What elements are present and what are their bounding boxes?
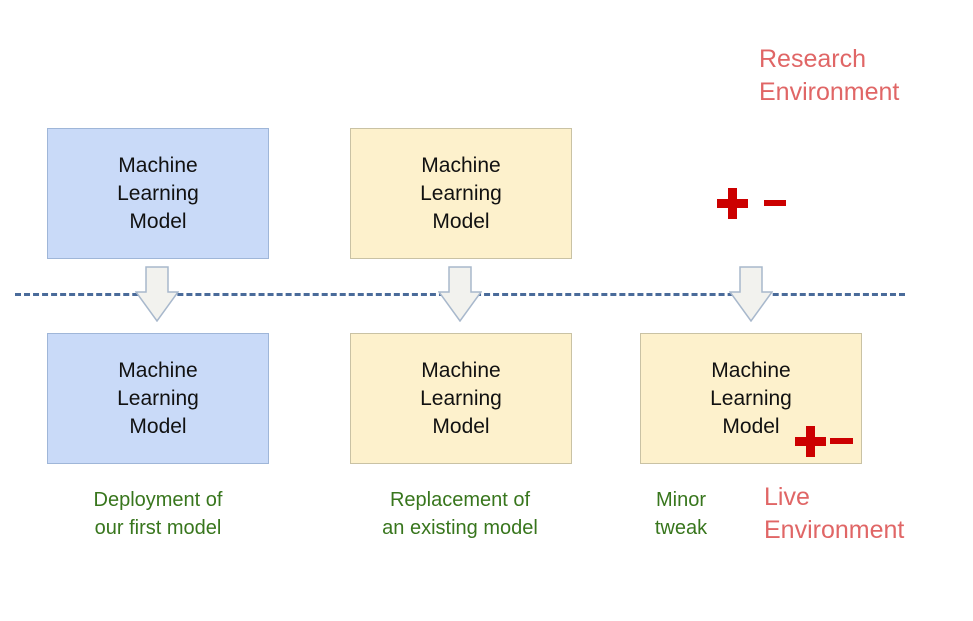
live-environment-label: Live Environment bbox=[764, 483, 905, 544]
down-arrow-icon bbox=[438, 266, 482, 322]
plus-minus-live bbox=[795, 426, 853, 457]
live-model-box-first: Machine Learning Model bbox=[47, 333, 269, 464]
minus-icon bbox=[764, 200, 786, 206]
minus-icon bbox=[830, 438, 853, 444]
model-box-label: Machine Learning Model bbox=[710, 358, 792, 438]
research-model-box-replacement: Machine Learning Model bbox=[350, 128, 572, 259]
caption-minor-tweak: Minor tweak bbox=[654, 489, 708, 539]
model-box-label: Machine Learning Model bbox=[117, 358, 199, 438]
down-arrow-icon bbox=[135, 266, 179, 322]
model-box-label: Machine Learning Model bbox=[420, 153, 502, 233]
down-arrow-icon bbox=[729, 266, 773, 322]
plus-icon bbox=[795, 426, 826, 457]
plus-icon bbox=[717, 188, 748, 219]
research-model-box-first: Machine Learning Model bbox=[47, 128, 269, 259]
model-box-label: Machine Learning Model bbox=[117, 153, 199, 233]
research-environment-label: Research Environment bbox=[759, 45, 900, 106]
model-box-label: Machine Learning Model bbox=[420, 358, 502, 438]
caption-replacement: Replacement of an existing model bbox=[382, 489, 538, 539]
caption-first-deployment: Deployment of our first model bbox=[93, 489, 223, 539]
plus-minus-research bbox=[717, 188, 786, 219]
live-model-box-replacement: Machine Learning Model bbox=[350, 333, 572, 464]
